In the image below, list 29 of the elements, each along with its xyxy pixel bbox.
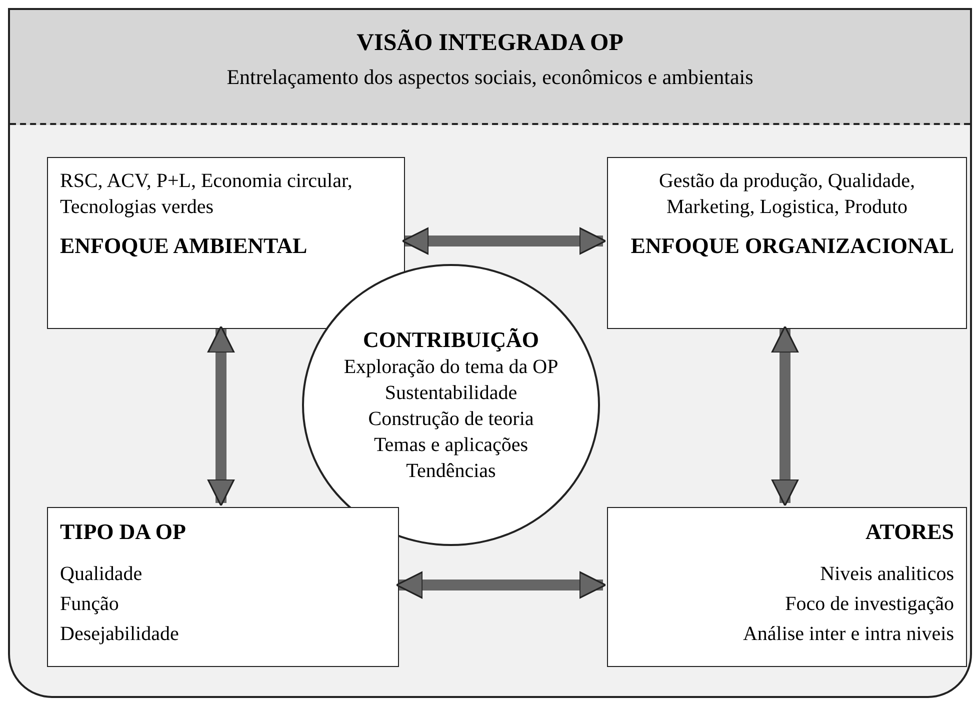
body-text: Foco de investigação [784, 592, 954, 617]
body-text: Desejabilidade [60, 622, 180, 647]
double-arrow [771, 326, 799, 506]
body-text: Entrelaçamento dos aspectos sociais, econômicos e ambientais [226, 65, 754, 90]
double-arrow [207, 326, 235, 506]
body-text: RSC, ACV, P+L, Economia circular, Tecnologias verdes [60, 169, 354, 220]
body-text: Exploração do tema da OP [344, 355, 558, 380]
body-text: Sustentabilidade [384, 381, 518, 406]
double-arrow [402, 227, 606, 255]
text-box [607, 507, 967, 667]
body-text: Análise inter e intra niveis [742, 622, 954, 647]
body-text: Construção de teoria [368, 407, 534, 432]
heading-text: ENFOQUE ORGANIZACIONAL [630, 232, 954, 260]
body-text: Niveis analiticos [819, 562, 954, 587]
frame-panel [8, 8, 972, 698]
double-arrow [396, 571, 606, 599]
text-box [47, 507, 399, 667]
heading-text: VISÃO INTEGRADA OP [356, 30, 624, 57]
heading-text: ATORES [864, 518, 954, 546]
body-text: Qualidade [60, 562, 144, 587]
body-text: Função [60, 592, 120, 617]
body-text: Tendências [406, 459, 496, 484]
heading-text: TIPO DA OP [60, 518, 187, 546]
text-box [607, 157, 967, 329]
heading-text: ENFOQUE AMBIENTAL [60, 232, 308, 260]
heading-text: CONTRIBUIÇÃO [362, 326, 540, 354]
body-text: Gestão da produção, Qualidade, Marketing, Logistica, Produto [658, 169, 916, 220]
text-box [47, 157, 405, 329]
body-text: Temas e aplicações [374, 433, 528, 458]
